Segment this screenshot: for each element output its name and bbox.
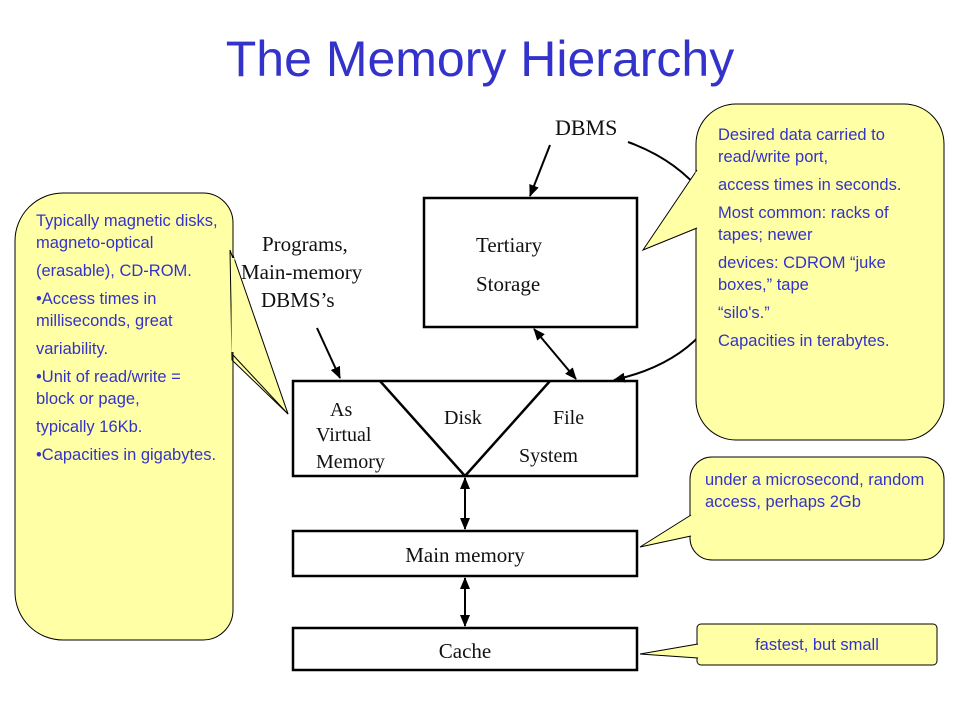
top-right-callout-line: devices: CDROM “juke boxes,” tape <box>718 254 886 294</box>
left-callout-line: •Unit of read/write = block or page, <box>36 368 181 408</box>
tertiary-file-arrow <box>533 328 577 380</box>
top-right-callout-balloon <box>695 103 945 441</box>
tertiary-storage-box <box>422 196 639 329</box>
programs-label-line3: DBMS’s <box>261 288 335 312</box>
left-callout-text: Typically magnetic disks, magneto-optica… <box>36 210 222 472</box>
left-callout-line: typically 16Kb. <box>36 418 143 436</box>
programs-label-line1: Programs, <box>262 232 348 256</box>
main-memory-label: Main memory <box>405 543 525 567</box>
top-right-callout-line: Desired data carried to read/write port, <box>718 126 885 166</box>
virtual-memory-line2: Virtual <box>316 424 372 446</box>
top-right-callout-line: access times in seconds. <box>718 176 902 194</box>
mid-right-callout-line: under a microsecond, random access, perh… <box>705 471 925 511</box>
disk-triangle <box>379 380 551 478</box>
top-right-callout-line: Most common: racks of tapes; newer <box>718 204 889 244</box>
bottom-right-callout-text: fastest, but small <box>697 634 937 656</box>
file-system-line1: File <box>553 407 584 429</box>
left-callout-line: (erasable), CD-ROM. <box>36 262 192 280</box>
bottom-right-callout-tail <box>639 643 699 659</box>
dbms-label: DBMS <box>555 115 617 140</box>
left-callout-line: variability. <box>36 340 109 358</box>
left-callout-line: •Capacities in gigabytes. <box>36 446 217 464</box>
dbms-to-tertiary-arrow <box>529 144 551 197</box>
mid-right-callout-text: under a microsecond, random access, perh… <box>705 469 933 519</box>
disk-label: Disk <box>444 407 482 429</box>
mid-right-callout-tail <box>639 514 692 548</box>
page-title: The Memory Hierarchy <box>225 31 735 87</box>
programs-label-line2: Main-memory <box>241 260 363 284</box>
virtual-memory-line1: As <box>330 399 352 421</box>
left-callout-line: Typically magnetic disks, magneto-optica… <box>36 212 218 252</box>
programs-to-vm-arrow <box>316 327 341 379</box>
tertiary-label-line1: Tertiary <box>476 233 543 257</box>
left-callout-line: •Access times in milliseconds, great <box>36 290 173 330</box>
cache-box <box>291 626 639 672</box>
top-right-callout-tail <box>641 169 698 252</box>
virtual-memory-line3: Memory <box>316 451 385 473</box>
top-right-callout-line: “silo's.” <box>718 304 770 322</box>
bottom-right-callout-line: fastest, but small <box>755 636 879 654</box>
top-right-callout-text: Desired data carried to read/write port,… <box>718 124 930 358</box>
top-right-callout-line: Capacities in terabytes. <box>718 332 890 350</box>
file-system-line2: System <box>519 445 578 467</box>
cache-label: Cache <box>439 639 491 663</box>
main-memory-box <box>291 529 639 578</box>
mid-right-callout-balloon <box>689 456 945 561</box>
tertiary-label-line2: Storage <box>476 272 540 296</box>
